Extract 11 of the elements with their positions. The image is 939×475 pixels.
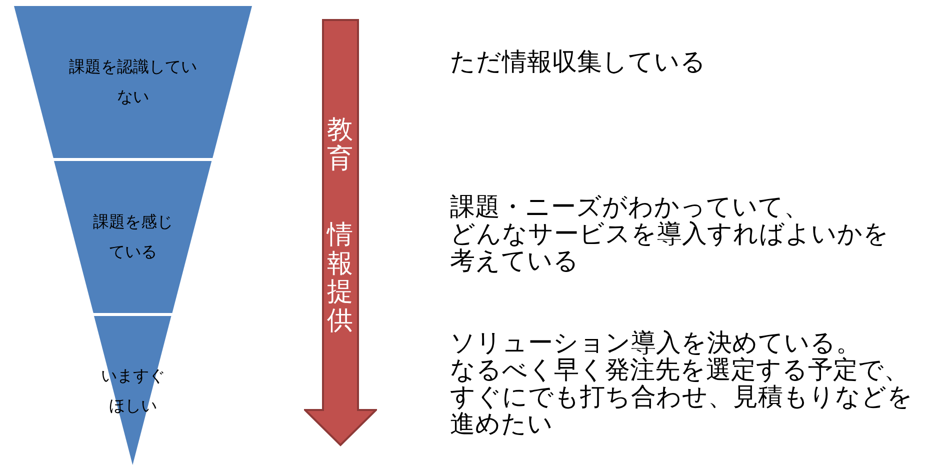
arrow-label: 教育: [327, 116, 353, 174]
funnel-segment: [14, 6, 252, 158]
stage-description: 課題・ニーズがわかっていて、どんなサービスを導入すればよいかを考えている: [450, 193, 889, 274]
segment-label: 課題を感じている: [92, 211, 173, 263]
arrow-label: 情報提供: [327, 221, 353, 336]
funnel-segment: [94, 316, 172, 465]
stage-description: ただ情報収集している: [450, 48, 706, 75]
stage-description: ソリューション導入を決めている。なるべく早く発注先を選定する予定で、すぐにでも打ち合わせ、見積もりなどを進めたい: [450, 329, 913, 437]
funnel-segment: [54, 161, 212, 313]
segment-label: 課題を認識していない: [69, 56, 197, 108]
direction-arrow: [304, 19, 377, 447]
